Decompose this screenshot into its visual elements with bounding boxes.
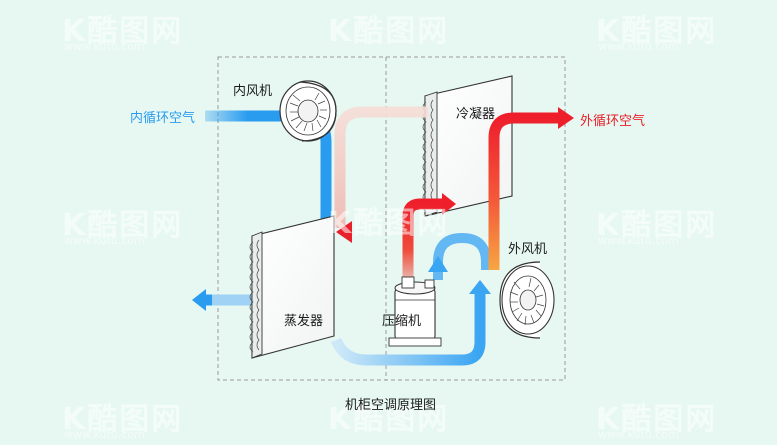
inner-fan-label: 内风机 [233, 84, 273, 99]
cabinet-outline [217, 56, 566, 381]
compressor-label: 压缩机 [382, 314, 422, 329]
refrigerant-hot-return [336, 221, 430, 243]
inner-air-label: 内循环空气 [130, 111, 196, 126]
outer-air-label: 外循环空气 [580, 114, 646, 129]
outer-air-arrow [558, 107, 574, 129]
inner-fan [279, 80, 337, 142]
evaporator-coil [249, 215, 335, 359]
refrigerant-cold-loop [330, 232, 491, 366]
diagram-caption: 机柜空调原理图 [345, 398, 437, 413]
condenser-label: 冷凝器 [456, 107, 496, 122]
refrigerant-upper-loop [334, 106, 428, 228]
outer-fan [499, 261, 555, 339]
compressor [388, 276, 442, 347]
outer-fan-label: 外风机 [508, 242, 548, 257]
evaporator-label: 蒸发器 [284, 314, 324, 329]
refrigerant-hot-line [402, 193, 456, 280]
evaporator-outlet-arrow [192, 289, 206, 311]
